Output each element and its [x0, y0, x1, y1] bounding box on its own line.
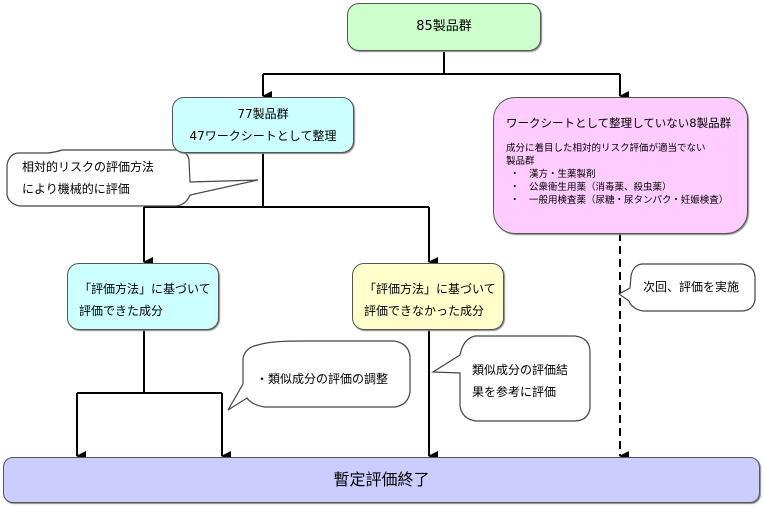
callout-adjust-line1: ・類似成分の評価の調整	[256, 372, 389, 386]
node-evaluated: 「評価方法」に基づいて 評価できた成分	[67, 263, 219, 330]
node-85-products: 85製品群	[347, 3, 541, 51]
callout-next-line1: 次回、評価を実施	[643, 280, 740, 294]
node-77-products-line1: 77製品群	[237, 107, 289, 121]
callout-reference-line1: 類似成分の評価結	[472, 363, 569, 377]
node-evaluated-line1: 「評価方法」に基づいて	[79, 282, 211, 296]
callout-method: 相対的リスクの評価方法 により機械的に評価	[22, 156, 154, 200]
node-8-products-item: ・ 漢方・生薬製剤	[510, 169, 596, 180]
node-77-products: 77製品群 47ワークシートとして整理	[172, 97, 354, 153]
node-not-evaluated-line2: 評価できなかった成分	[364, 304, 485, 318]
callout-adjust-shape	[227, 340, 411, 411]
callout-reference-line2: 果を参考に評価	[472, 385, 557, 399]
node-8-products-title: ワークシートとして整理していない8製品群	[506, 116, 732, 130]
callout-reference: 類似成分の評価結 果を参考に評価	[472, 359, 568, 403]
node-provisional-end-label: 暫定評価終了	[333, 470, 430, 489]
node-77-products-line2: 47ワークシートとして整理	[189, 129, 337, 143]
callout-reference-shape	[431, 335, 591, 422]
node-not-evaluated: 「評価方法」に基づいて 評価できなかった成分	[352, 263, 504, 330]
callout-method-shape	[6, 149, 259, 207]
node-85-products-label: 85製品群	[416, 19, 472, 34]
node-8-products-item: ・ 一般用検査薬（尿糖・尿タンパク・妊娠検査）	[510, 195, 729, 206]
node-provisional-end: 暫定評価終了	[3, 457, 760, 503]
callout-adjust: ・類似成分の評価の調整	[256, 368, 388, 390]
node-8-products-desc-2: 製品群	[506, 156, 535, 167]
node-evaluated-line2: 評価できた成分	[79, 304, 164, 318]
node-8-products-item: ・ 公衆衛生用薬（消毒薬、殺虫薬）	[510, 182, 672, 193]
callout-next-shape	[617, 263, 756, 312]
callout-method-line2: により機械的に評価	[22, 182, 130, 196]
callout-next: 次回、評価を実施	[643, 276, 739, 298]
node-8-products-desc-1: 成分に着目した相対的リスク評価が適当でない	[506, 143, 706, 154]
node-8-products: ワークシートとして整理していない8製品群 成分に着目した相対的リスク評価が適当で…	[493, 97, 748, 234]
node-not-evaluated-line1: 「評価方法」に基づいて	[364, 282, 496, 296]
callout-method-line1: 相対的リスクの評価方法	[22, 160, 155, 174]
